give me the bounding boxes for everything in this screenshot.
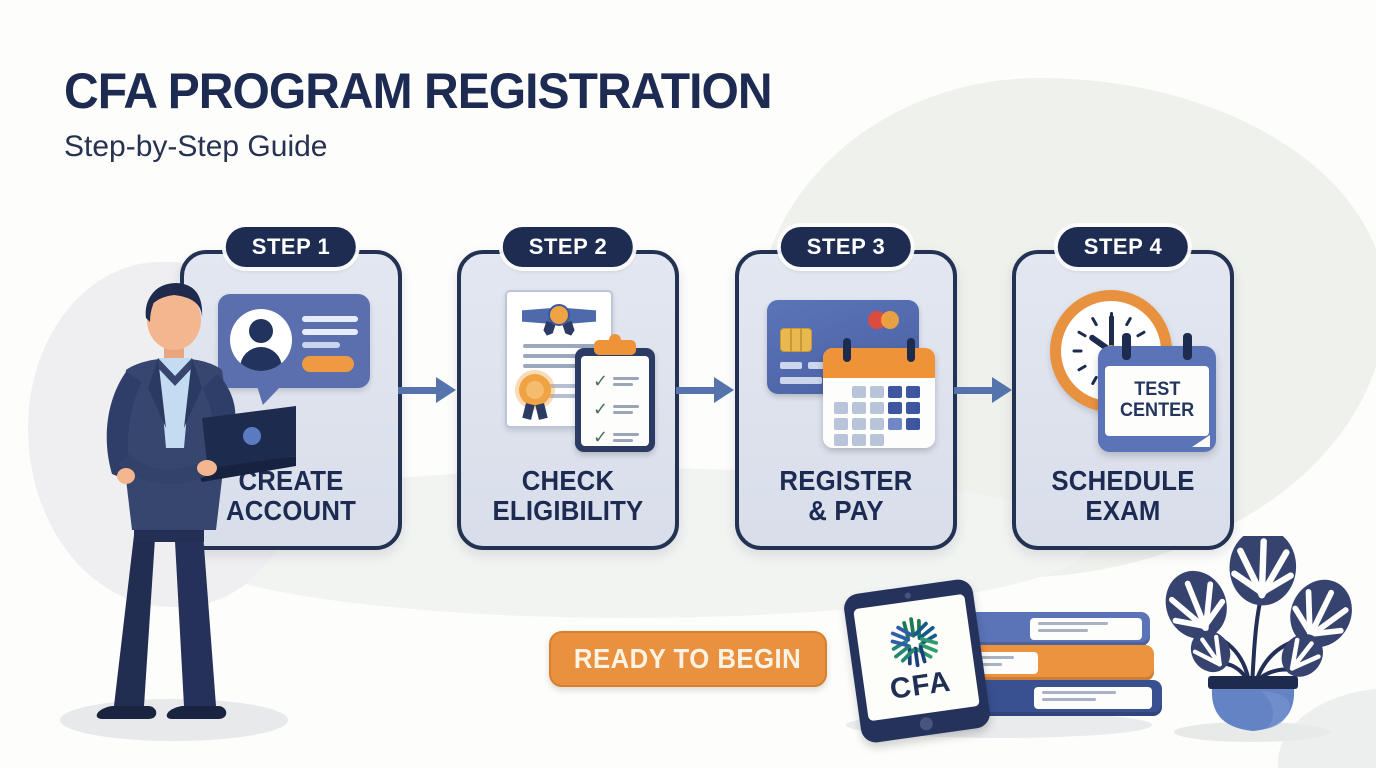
header: CFA PROGRAM REGISTRATION Step-by-Step Gu… (64, 62, 801, 164)
step-badge-label: STEP 1 (251, 234, 331, 259)
step-card-3: STEP 3 REGISTER & PAY (735, 227, 957, 550)
tablet-home-button (918, 716, 934, 732)
clock-minute-hand (1109, 315, 1114, 351)
calendar-cell (834, 418, 848, 430)
step-badge-label: STEP 4 (1083, 234, 1163, 259)
calendar-cell (834, 402, 848, 414)
calendar-cell (870, 434, 884, 446)
calendar-cell (870, 418, 884, 430)
speech-bubble (218, 294, 370, 388)
flow-arrow (398, 377, 456, 403)
step-badge-label: STEP 2 (528, 234, 608, 259)
page-subtitle: Step-by-Step Guide (64, 130, 328, 163)
cfa-tablet: CFA (842, 577, 992, 745)
checklist-clipboard: ✓ ✓ ✓ (575, 334, 655, 452)
calendar-cell (888, 386, 902, 398)
books-stack (952, 612, 1162, 722)
calendar-cell (852, 386, 866, 398)
flow-arrow (676, 377, 734, 403)
flow-arrow (954, 377, 1012, 403)
calendar-cell (834, 434, 848, 446)
calendar-cell (852, 402, 866, 414)
calendar-cell (906, 386, 920, 398)
step-label: CHECK ELIGIBILITY (492, 464, 644, 526)
step-badge: STEP 4 (1057, 227, 1189, 267)
ready-to-begin-button[interactable]: READY TO BEGIN (549, 631, 827, 687)
calendar-cell (852, 418, 866, 430)
calendar-cell (852, 434, 866, 446)
seal-rosette (519, 374, 551, 406)
businessman-laptop-illustration (60, 283, 296, 741)
cfa-pinwheel-logo (890, 617, 939, 668)
credit-card-calendar-icon (767, 300, 935, 448)
ribbon-bow (522, 304, 596, 334)
step-card-2: STEP 2 ✓ (457, 227, 679, 550)
calendar-cell (888, 418, 902, 430)
calendar-cell (888, 434, 902, 446)
potted-plant-illustration (1165, 536, 1352, 742)
ready-to-begin-label: READY TO BEGIN (574, 643, 802, 674)
tablet-camera-dot (904, 592, 912, 600)
clock-test-center-icon: TEST CENTER (1046, 290, 1216, 452)
step-badge-label: STEP 3 (806, 234, 886, 259)
calendar-cell (906, 418, 920, 430)
avatar (230, 309, 292, 371)
cfa-logo-text: CFA (888, 665, 953, 706)
calendar-cell (906, 402, 920, 414)
test-center-sign: TEST CENTER (1098, 333, 1216, 452)
step-badge: STEP 3 (780, 227, 912, 267)
calendar-cell (870, 386, 884, 398)
check-icon: ✓ (593, 399, 609, 419)
step-label: CREATE ACCOUNT (225, 464, 357, 526)
book (968, 612, 1150, 646)
form-button-shape (302, 356, 354, 372)
check-icon: ✓ (593, 371, 609, 391)
book (960, 680, 1162, 716)
step-card-4: STEP 4 TEST CENTER SCHEDULE EXAM (1012, 227, 1234, 550)
calendar-cell (870, 402, 884, 414)
calendar-cell (834, 386, 848, 398)
calendar-cell (888, 402, 902, 414)
card-chip (780, 328, 812, 352)
step-badge: STEP 2 (502, 227, 634, 267)
check-icon: ✓ (593, 427, 609, 447)
page-title: CFA PROGRAM REGISTRATION (64, 63, 773, 119)
certificate-checklist-icon: ✓ ✓ ✓ (505, 290, 655, 452)
step-label: SCHEDULE EXAM (1051, 464, 1195, 526)
calendar-grid (834, 386, 920, 446)
step-badge: STEP 1 (225, 227, 357, 267)
profile-speech-bubble-icon (218, 294, 374, 417)
step-label: REGISTER & PAY (779, 464, 913, 526)
calendar-cell (906, 434, 920, 446)
calendar (823, 338, 935, 448)
